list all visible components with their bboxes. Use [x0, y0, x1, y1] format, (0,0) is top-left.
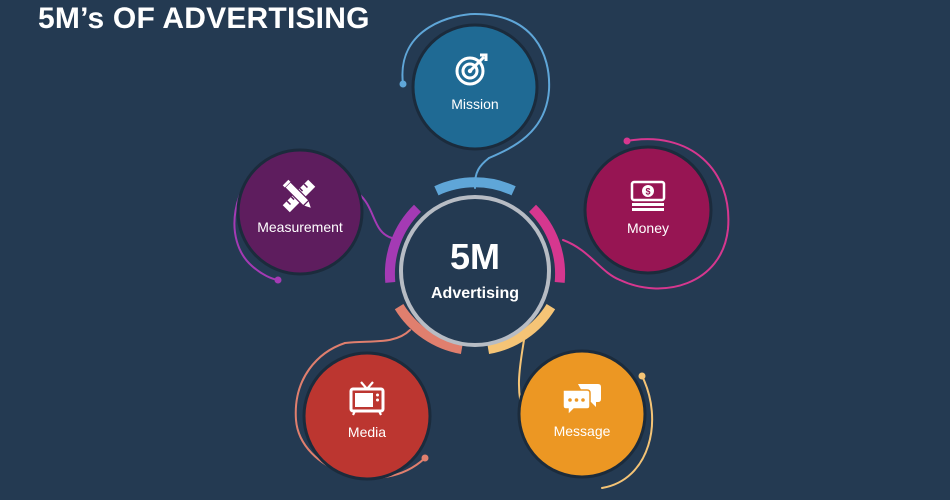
- center-circle: 5M Advertising: [399, 195, 551, 347]
- node-money: $ Money: [583, 145, 713, 275]
- money-tail: [562, 239, 621, 281]
- message-label: Message: [554, 423, 611, 439]
- segment-media: [394, 303, 463, 355]
- ruler-pencil-icon: [282, 179, 316, 213]
- message-outer-arc: [601, 375, 654, 489]
- svg-text:$: $: [645, 187, 650, 197]
- measurement-label: Measurement: [257, 219, 343, 235]
- node-mission: Mission: [411, 23, 539, 151]
- money-stack-icon: $: [630, 180, 666, 211]
- media-circle: [302, 351, 432, 481]
- mission-label: Mission: [451, 96, 498, 112]
- measurement-dot: [274, 276, 282, 284]
- mission-outer-arc: [401, 12, 551, 159]
- connector-dots: [274, 80, 646, 462]
- node-media: Media: [302, 351, 432, 481]
- segment-message: [487, 303, 556, 355]
- message-circle: [517, 349, 647, 479]
- node-message: Message: [517, 349, 647, 479]
- target-icon: [455, 53, 488, 86]
- page-title: 5M’s OF ADVERTISING: [38, 2, 370, 35]
- mission-dot: [399, 80, 407, 88]
- media-tail: [344, 329, 411, 344]
- media-dot: [421, 454, 429, 462]
- tv-icon: [349, 381, 385, 416]
- media-label: Media: [348, 424, 386, 440]
- segment-measurement: [384, 204, 422, 283]
- money-dot: [623, 137, 631, 145]
- message-dot: [638, 372, 646, 380]
- measurement-tail: [357, 192, 393, 239]
- money-outer-arc: [619, 138, 730, 290]
- segment-money: [528, 204, 566, 283]
- center-main-text: 5M: [450, 236, 500, 277]
- segment-mission: [434, 177, 516, 196]
- mission-circle: [411, 23, 539, 151]
- chat-bubbles-icon: [562, 384, 601, 417]
- money-label: Money: [627, 220, 669, 236]
- node-measurement: Measurement: [236, 148, 364, 276]
- measurement-circle: [236, 148, 364, 276]
- center-sub-text: Advertising: [431, 285, 519, 302]
- center-arc-segments: [384, 177, 566, 355]
